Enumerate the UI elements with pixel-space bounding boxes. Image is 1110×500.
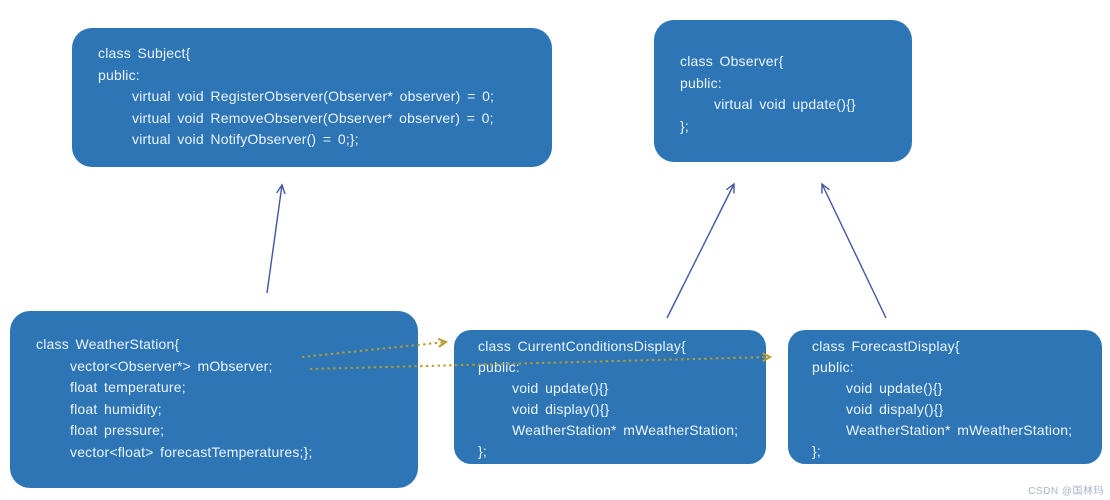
code-line: public: xyxy=(812,359,854,375)
code-line: void dispaly(){} xyxy=(846,401,944,417)
code-line: class ForecastDisplay{ xyxy=(812,338,960,354)
code-line: float pressure; xyxy=(70,422,165,439)
code-line: }; xyxy=(478,443,487,459)
code-line: WeatherStation* mWeatherStation; xyxy=(846,422,1073,438)
code-line: virtual void NotifyObserver() = 0;}; xyxy=(132,131,359,148)
csdn-watermark: CSDN @国林玛 xyxy=(1028,486,1104,497)
code-line: vector<float> forecastTemperatures;}; xyxy=(70,443,313,460)
code-line: class WeatherStation{ xyxy=(36,336,180,352)
class-box-subject: class Subject{ public: virtual void Regi… xyxy=(72,28,552,167)
code-line: class CurrentConditionsDisplay{ xyxy=(478,338,686,354)
code-line: }; xyxy=(812,443,821,459)
code-line: public: xyxy=(478,359,520,375)
class-box-weatherstation: class WeatherStation{ vector<Observer*> … xyxy=(10,311,418,488)
arrow-weatherstation-to-subject xyxy=(266,183,286,294)
code-line: void display(){} xyxy=(512,401,610,417)
code-line: float temperature; xyxy=(70,379,186,396)
code-line: vector<Observer*> mObserver; xyxy=(70,357,273,374)
code-line: }; xyxy=(680,117,689,134)
code-line: virtual void RegisterObserver(Observer* … xyxy=(132,88,495,105)
code-line: public: xyxy=(680,74,722,91)
class-box-observer: class Observer{ public: virtual void upd… xyxy=(654,20,912,162)
code-line: WeatherStation* mWeatherStation; xyxy=(512,422,739,438)
arrow-forecastdisplay-to-observer xyxy=(821,182,887,319)
class-box-currentconditionsdisplay: class CurrentConditionsDisplay{ public: … xyxy=(454,330,766,464)
code-line: public: xyxy=(98,66,140,83)
code-line: void update(){} xyxy=(846,380,943,396)
code-line: class Subject{ xyxy=(98,45,191,61)
class-box-forecastdisplay: class ForecastDisplay{ public: void upda… xyxy=(788,330,1102,464)
code-line: float humidity; xyxy=(70,400,162,417)
code-line: void update(){} xyxy=(512,380,609,396)
code-line: virtual void RemoveObserver(Observer* ob… xyxy=(132,109,494,126)
code-line: virtual void update(){} xyxy=(714,96,856,113)
code-line: class Observer{ xyxy=(680,53,784,69)
arrow-currentconditionsdisplay-to-observer xyxy=(666,182,735,319)
